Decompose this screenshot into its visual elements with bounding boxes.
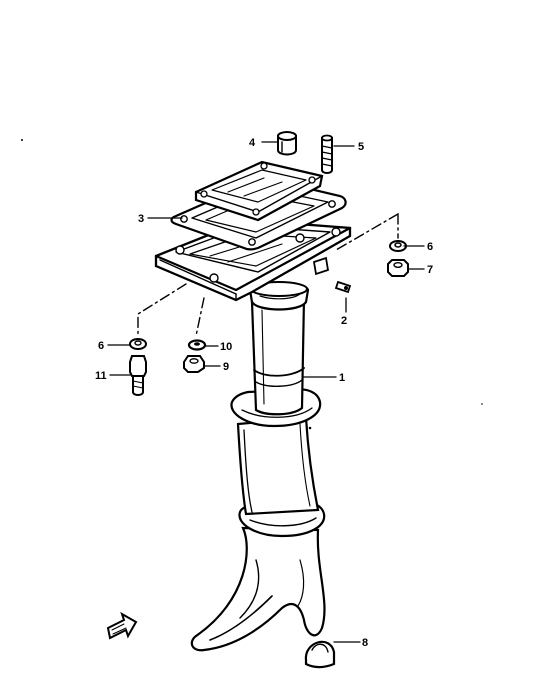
front-direction-arrow-icon	[106, 611, 138, 640]
callout-4: 4	[249, 137, 256, 149]
callout-6-left: 6	[98, 340, 104, 352]
alignment-lines	[137, 213, 399, 337]
callout-5: 5	[358, 141, 364, 153]
flange-nut	[183, 355, 205, 373]
leader-lines	[107, 141, 425, 643]
callout-6-right: 6	[427, 241, 433, 253]
callout-3: 3	[138, 213, 144, 225]
stud-bolt	[321, 134, 333, 174]
callout-9: 9	[223, 361, 229, 373]
nut	[387, 259, 409, 277]
callout-2: 2	[341, 315, 347, 327]
callout-11: 11	[95, 370, 107, 382]
bolt	[129, 355, 147, 396]
cover-plate	[194, 160, 324, 222]
callout-10: 10	[220, 341, 232, 353]
dowel-pin	[334, 280, 352, 294]
rubber-plug	[304, 640, 336, 669]
callout-7: 7	[427, 264, 433, 276]
spacer-part	[277, 131, 297, 156]
drive-shaft-housing	[190, 281, 326, 652]
callout-1: 1	[339, 372, 345, 384]
lock-washer	[187, 339, 207, 351]
callout-8: 8	[362, 637, 368, 649]
washer-left	[129, 338, 147, 350]
